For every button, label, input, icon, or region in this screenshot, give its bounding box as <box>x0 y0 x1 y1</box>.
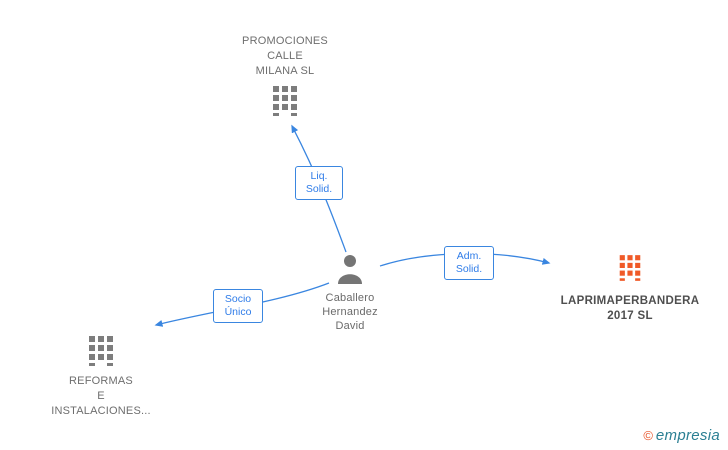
edge-label-liq-solid[interactable]: Liq. Solid. <box>295 166 343 200</box>
building-icon <box>273 86 297 116</box>
edge-label-line: Liq. <box>310 170 328 182</box>
company-node-laprimaperbandera[interactable] <box>618 254 642 282</box>
person-node-caballero[interactable] <box>336 254 364 284</box>
edge-label-line: Adm. <box>456 250 482 262</box>
node-label-caballero[interactable]: Caballero Hernandez David <box>322 292 378 332</box>
person-icon <box>338 255 362 284</box>
building-icon <box>89 336 113 366</box>
edge-label-line: Solid. <box>455 263 483 275</box>
edge-label-line: Único <box>224 306 252 318</box>
company-node-reformas[interactable] <box>87 336 115 366</box>
edge-label-adm-solid[interactable]: Adm. Solid. <box>444 246 494 280</box>
node-label-laprimaperbandera[interactable]: LAPRIMAPERBANDERA 2017 SL <box>560 295 700 322</box>
empresia-watermark[interactable]: © empresia <box>643 427 720 444</box>
building-icon <box>619 255 641 281</box>
brand-logo-text: empresia <box>655 427 720 444</box>
company-node-promociones[interactable] <box>271 86 299 116</box>
node-label-promociones-calle-milana[interactable]: PROMOCIONES CALLE MILANA SL <box>242 35 328 77</box>
edge-label-socio-unico[interactable]: Socio Único <box>213 289 263 323</box>
edge-label-line: Solid. <box>305 183 333 195</box>
node-label-reformas[interactable]: REFORMAS E INSTALACIONES... <box>51 375 151 417</box>
edge-label-line: Socio <box>224 293 252 305</box>
copyright-icon: © <box>643 428 653 443</box>
